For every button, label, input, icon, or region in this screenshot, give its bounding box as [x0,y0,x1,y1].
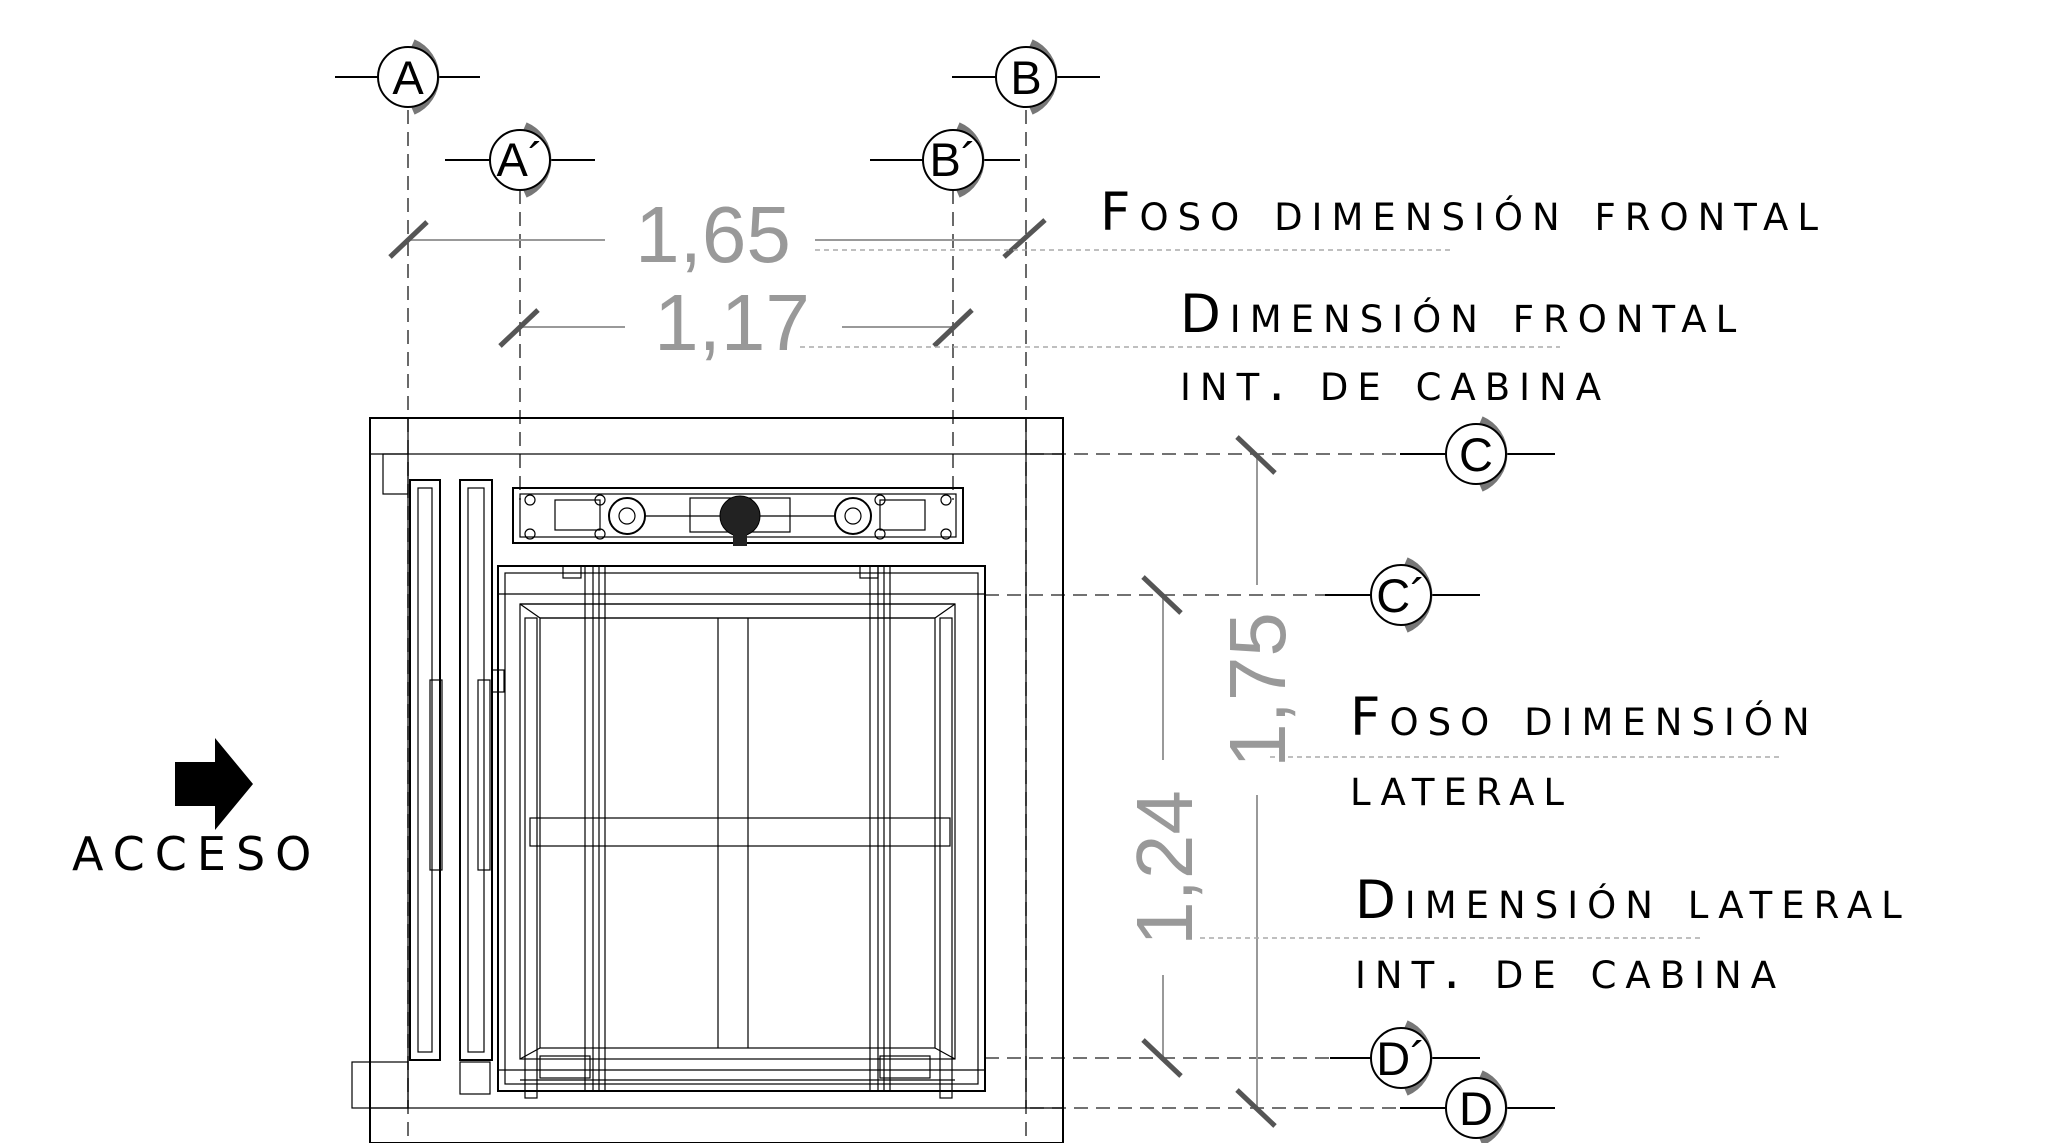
cabin-side-label-line1: Dimensión lateral [1355,870,1911,931]
axis-c-prime-label: C´ [1376,569,1426,622]
axis-bubble-b-prime: B´ [870,122,1020,198]
axis-bubble-c: C [1400,416,1555,492]
pit-side-label-line2: lateral [1350,757,1573,818]
label-leaders [800,249,1780,939]
axis-bubble-d: D [1400,1070,1555,1143]
axis-d-prime-label: D´ [1376,1032,1426,1085]
axis-b-label: B [1010,51,1041,104]
axis-a-prime-label: A´ [497,133,544,186]
cabin-side-label-line2: int. de cabina [1355,940,1785,1001]
cabin [497,565,986,1099]
cabin-front-label-line2: int. de cabina [1180,352,1610,413]
axis-c-label: C [1459,428,1493,481]
access-label: ACCESO [72,827,321,881]
landing-doors [409,479,505,1095]
shaft-walls [351,417,1064,1143]
axis-bubble-a: A [335,39,480,115]
pit-front-dimension: 1,65 [635,190,791,279]
axis-bubble-c-prime: C´ [1325,557,1480,633]
pit-side-dimension: 1,75 [1213,612,1302,768]
pit-front-label: Foso dimensión frontal [1100,182,1827,243]
axis-bubble-a-prime: A´ [445,122,595,198]
door-operator [512,487,964,546]
axis-bubble-d-prime: D´ [1330,1020,1480,1096]
axis-bubble-b: B [952,39,1100,115]
cabin-side-dimension: 1,24 [1120,790,1209,946]
pit-side-label-line1: Foso dimensión [1350,687,1819,748]
cabin-front-label-line1: Dimensión frontal [1180,284,1745,345]
axis-a-label: A [392,51,424,104]
axis-d-label: D [1459,1082,1493,1135]
axis-b-prime-label: B´ [930,133,977,186]
access-arrow-icon [175,738,253,830]
dimension-lines [388,218,1277,1128]
cabin-front-dimension: 1,17 [654,278,810,367]
